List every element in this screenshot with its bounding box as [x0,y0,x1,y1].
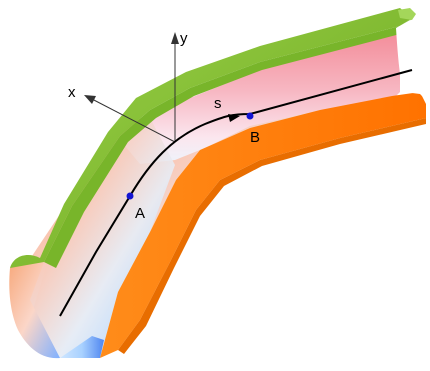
inner-wall [100,92,426,358]
x-axis-arrow-icon [84,95,96,104]
outer-wall-top [10,8,412,268]
x-axis-label: x [68,84,76,101]
point-b-dot [246,112,254,120]
point-a-dot [126,192,134,200]
y-axis-label: y [180,30,188,47]
outer-wall-rim [398,8,416,20]
point-b-label: B [250,129,260,146]
channel-floor-blend [30,118,175,358]
outer-wall-face [44,18,412,268]
centerline-s [59,69,413,317]
channel-bottom-strip [60,336,104,358]
y-axis-arrow-icon [171,32,179,44]
s-label: s [214,95,222,112]
point-a-label: A [135,205,145,222]
channel-end-face [9,258,60,359]
channel-far-opening [396,20,426,100]
x-axis-line [89,97,176,143]
s-direction-arrow-icon [228,114,240,122]
